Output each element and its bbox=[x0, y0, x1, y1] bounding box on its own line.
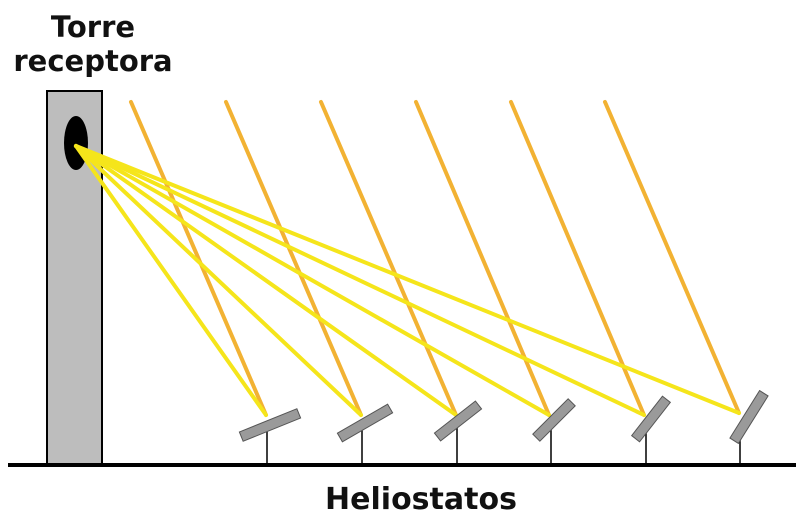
heliostats-label: Heliostatos bbox=[325, 482, 517, 517]
heliostat-posts bbox=[266, 424, 741, 465]
tower-label-line-2: receptora bbox=[13, 44, 173, 78]
heliostat-mirror-3 bbox=[433, 400, 483, 442]
heliostat-mirror-6 bbox=[729, 389, 769, 445]
reflected-ray-3 bbox=[74, 144, 458, 417]
tower-label: Torre receptora bbox=[4, 10, 182, 78]
tower-label-line-1: Torre bbox=[50, 10, 136, 44]
reflected-rays bbox=[74, 144, 741, 417]
heliostat-mirror-2 bbox=[336, 403, 394, 443]
incident-ray-6 bbox=[603, 100, 741, 415]
receiver bbox=[64, 116, 88, 170]
incident-ray-5 bbox=[509, 100, 646, 417]
incident-ray-4 bbox=[414, 100, 551, 417]
reflected-ray-6 bbox=[74, 144, 741, 415]
incident-rays bbox=[129, 100, 741, 417]
reflected-ray-2 bbox=[74, 144, 363, 417]
heliostat-mirrors bbox=[238, 389, 769, 445]
heliostat-mirror-4 bbox=[532, 398, 576, 442]
heliostat-mirror-5 bbox=[630, 395, 672, 443]
incident-ray-2 bbox=[224, 100, 363, 417]
reflected-ray-4 bbox=[74, 144, 551, 417]
heliostat-mirror-1 bbox=[238, 408, 302, 442]
reflected-ray-1 bbox=[74, 144, 268, 417]
incident-ray-3 bbox=[319, 100, 458, 417]
incident-ray-1 bbox=[129, 100, 268, 417]
reflected-ray-5 bbox=[74, 144, 646, 417]
